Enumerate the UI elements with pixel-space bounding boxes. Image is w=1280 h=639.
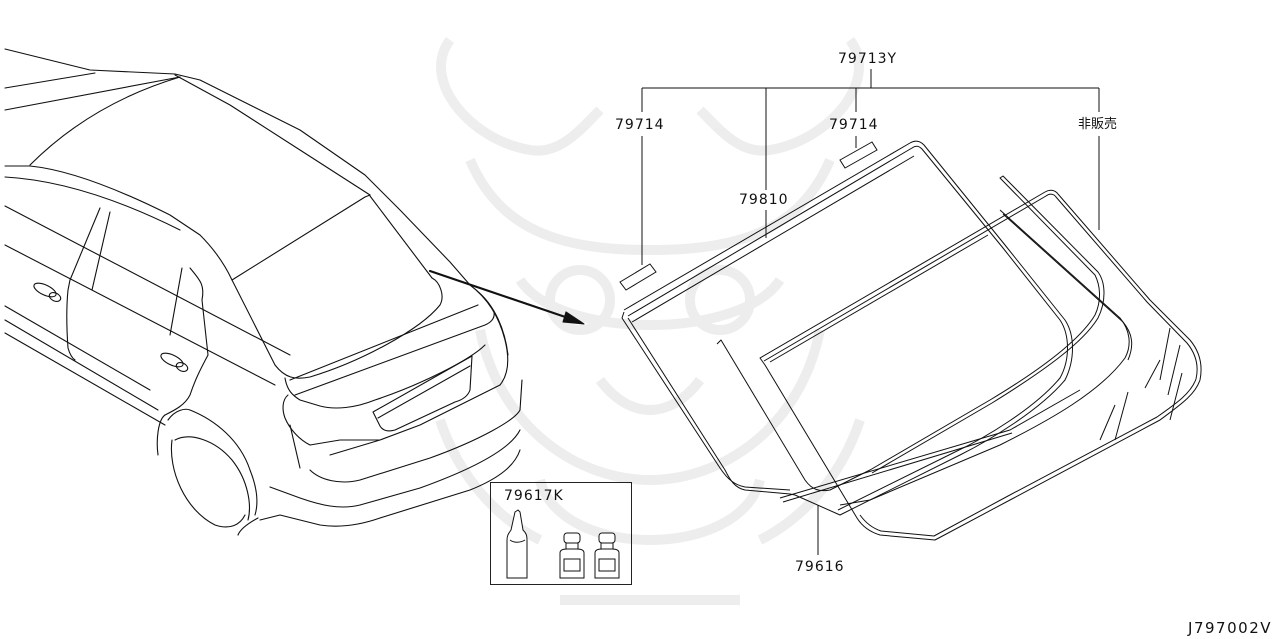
callout-not-for-sale: 非販売	[1078, 117, 1118, 132]
diagram-code: J797002V	[1188, 619, 1272, 637]
callout-79714-left[interactable]: 79714	[615, 117, 665, 133]
bottle-icon	[594, 532, 620, 579]
callout-79616[interactable]: 79616	[795, 559, 845, 575]
callout-79810[interactable]: 79810	[739, 192, 789, 208]
callout-79713Y[interactable]: 79713Y	[838, 51, 898, 67]
adhesive-kit-box	[490, 482, 632, 585]
watermark-emblem	[435, 37, 865, 605]
adhesive-kit-illustration	[506, 509, 620, 579]
molding-right-strip	[839, 141, 878, 169]
vehicle-illustration	[4, 48, 585, 536]
callout-79714-right[interactable]: 79714	[829, 117, 879, 133]
bottle-icon	[559, 532, 585, 579]
callout-leaders	[641, 69, 1100, 555]
callout-79617K[interactable]: 79617K	[504, 488, 564, 504]
molding-strips	[619, 141, 878, 291]
glass-parts	[621, 140, 1202, 541]
molding-left-strip	[619, 263, 657, 291]
tube-icon	[506, 509, 528, 579]
